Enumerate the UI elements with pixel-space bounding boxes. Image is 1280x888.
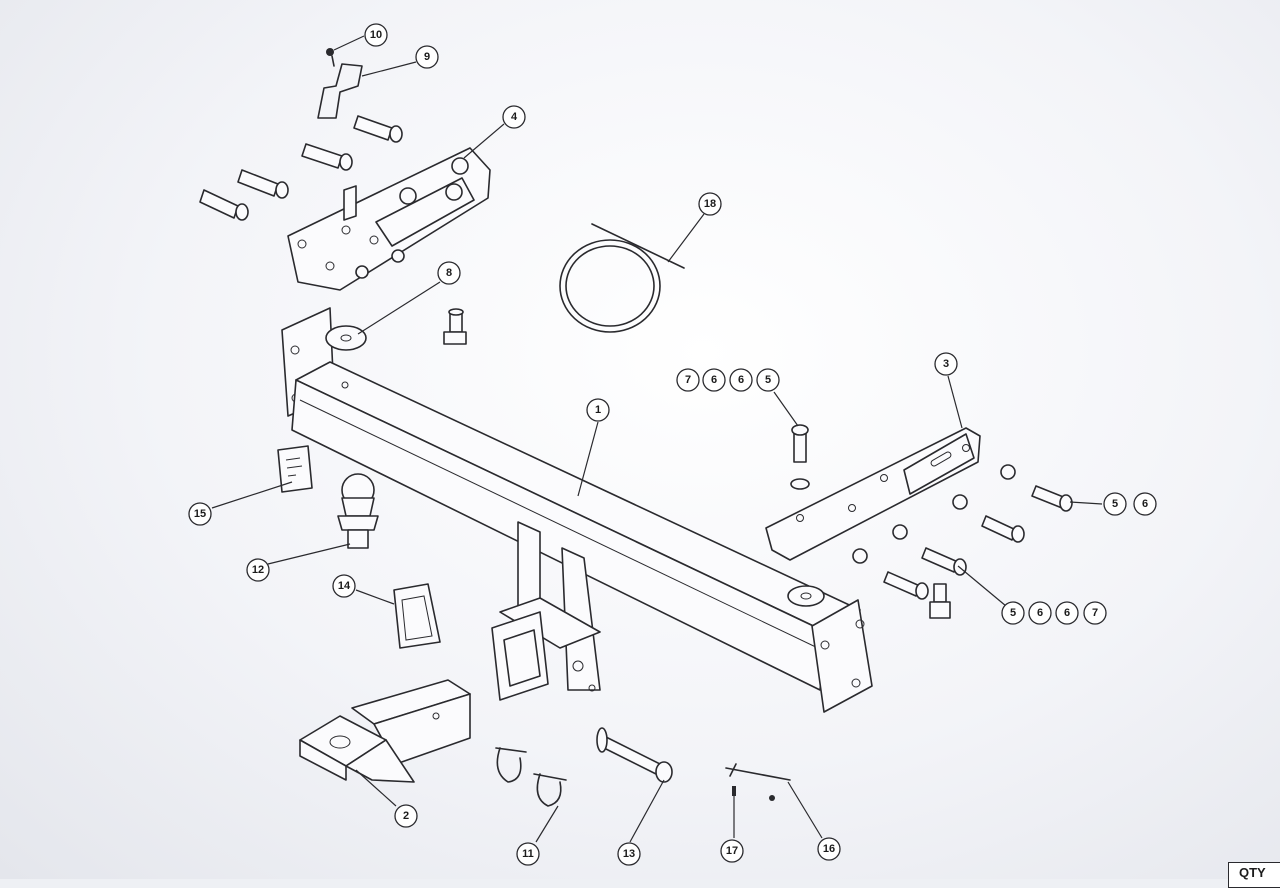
callout-9: 9	[415, 45, 439, 69]
main-crossbar	[281, 307, 873, 713]
callout-3: 3	[934, 352, 958, 376]
callout-2: 2	[394, 804, 418, 828]
svg-text:2: 2	[403, 810, 409, 822]
svg-text:6: 6	[1142, 498, 1148, 510]
callout-16: 16	[817, 837, 841, 861]
callout-8: 8	[437, 261, 461, 285]
callout-13: 13	[617, 842, 641, 866]
svg-text:1: 1	[595, 404, 601, 416]
svg-text:5: 5	[765, 374, 771, 386]
svg-text:7: 7	[1092, 607, 1098, 619]
svg-text:6: 6	[1037, 607, 1043, 619]
right-side-bracket	[765, 427, 981, 561]
shackles	[495, 747, 567, 807]
callout-10: 10	[364, 23, 388, 47]
tow-ball	[337, 473, 379, 549]
callout-17: 17	[720, 839, 744, 863]
svg-text:9: 9	[424, 51, 430, 63]
tube-washer	[787, 585, 825, 607]
svg-text:3: 3	[943, 358, 949, 370]
bolt-set-left	[199, 115, 403, 221]
svg-text:18: 18	[704, 198, 716, 210]
callout-12: 12	[246, 558, 270, 582]
svg-text:5: 5	[1112, 498, 1118, 510]
large-washer	[325, 325, 367, 351]
small-clip-bracket	[317, 48, 363, 119]
stud-bolt-top	[443, 308, 467, 345]
clip-and-plug	[725, 763, 791, 801]
svg-text:12: 12	[252, 564, 264, 576]
svg-text:15: 15	[194, 508, 206, 520]
svg-text:10: 10	[370, 29, 382, 41]
svg-text:7: 7	[685, 374, 691, 386]
wire-loop	[559, 223, 685, 333]
bolt-set-right	[790, 424, 1073, 619]
left-side-bracket	[287, 147, 491, 291]
svg-text:17: 17	[726, 845, 738, 857]
svg-text:6: 6	[711, 374, 717, 386]
svg-text:14: 14	[338, 580, 351, 592]
callout-11: 11	[516, 842, 540, 866]
hitch-cover	[393, 583, 441, 649]
leader-lines	[211, 35, 1103, 843]
callout-group-7665: 7 6 6 5	[676, 368, 780, 392]
callout-18: 18	[698, 192, 722, 216]
callout-group-56-right: 5 6	[1103, 492, 1157, 516]
svg-text:6: 6	[738, 374, 744, 386]
svg-text:6: 6	[1064, 607, 1070, 619]
svg-text:16: 16	[823, 843, 835, 855]
svg-text:8: 8	[446, 267, 452, 279]
callout-group-5667: 5 6 6 7	[1001, 601, 1107, 625]
hitch-pin	[596, 727, 673, 783]
callout-15: 15	[188, 502, 212, 526]
callout-14: 14	[332, 574, 356, 598]
svg-text:4: 4	[511, 111, 518, 123]
table-header-fragment: QTY	[1228, 862, 1280, 888]
label-sticker	[277, 445, 313, 493]
svg-text:11: 11	[522, 848, 534, 860]
svg-text:5: 5	[1010, 607, 1016, 619]
svg-text:13: 13	[623, 848, 635, 860]
ball-mount	[299, 679, 471, 783]
callout-4: 4	[502, 105, 526, 129]
callout-1: 1	[586, 398, 610, 422]
